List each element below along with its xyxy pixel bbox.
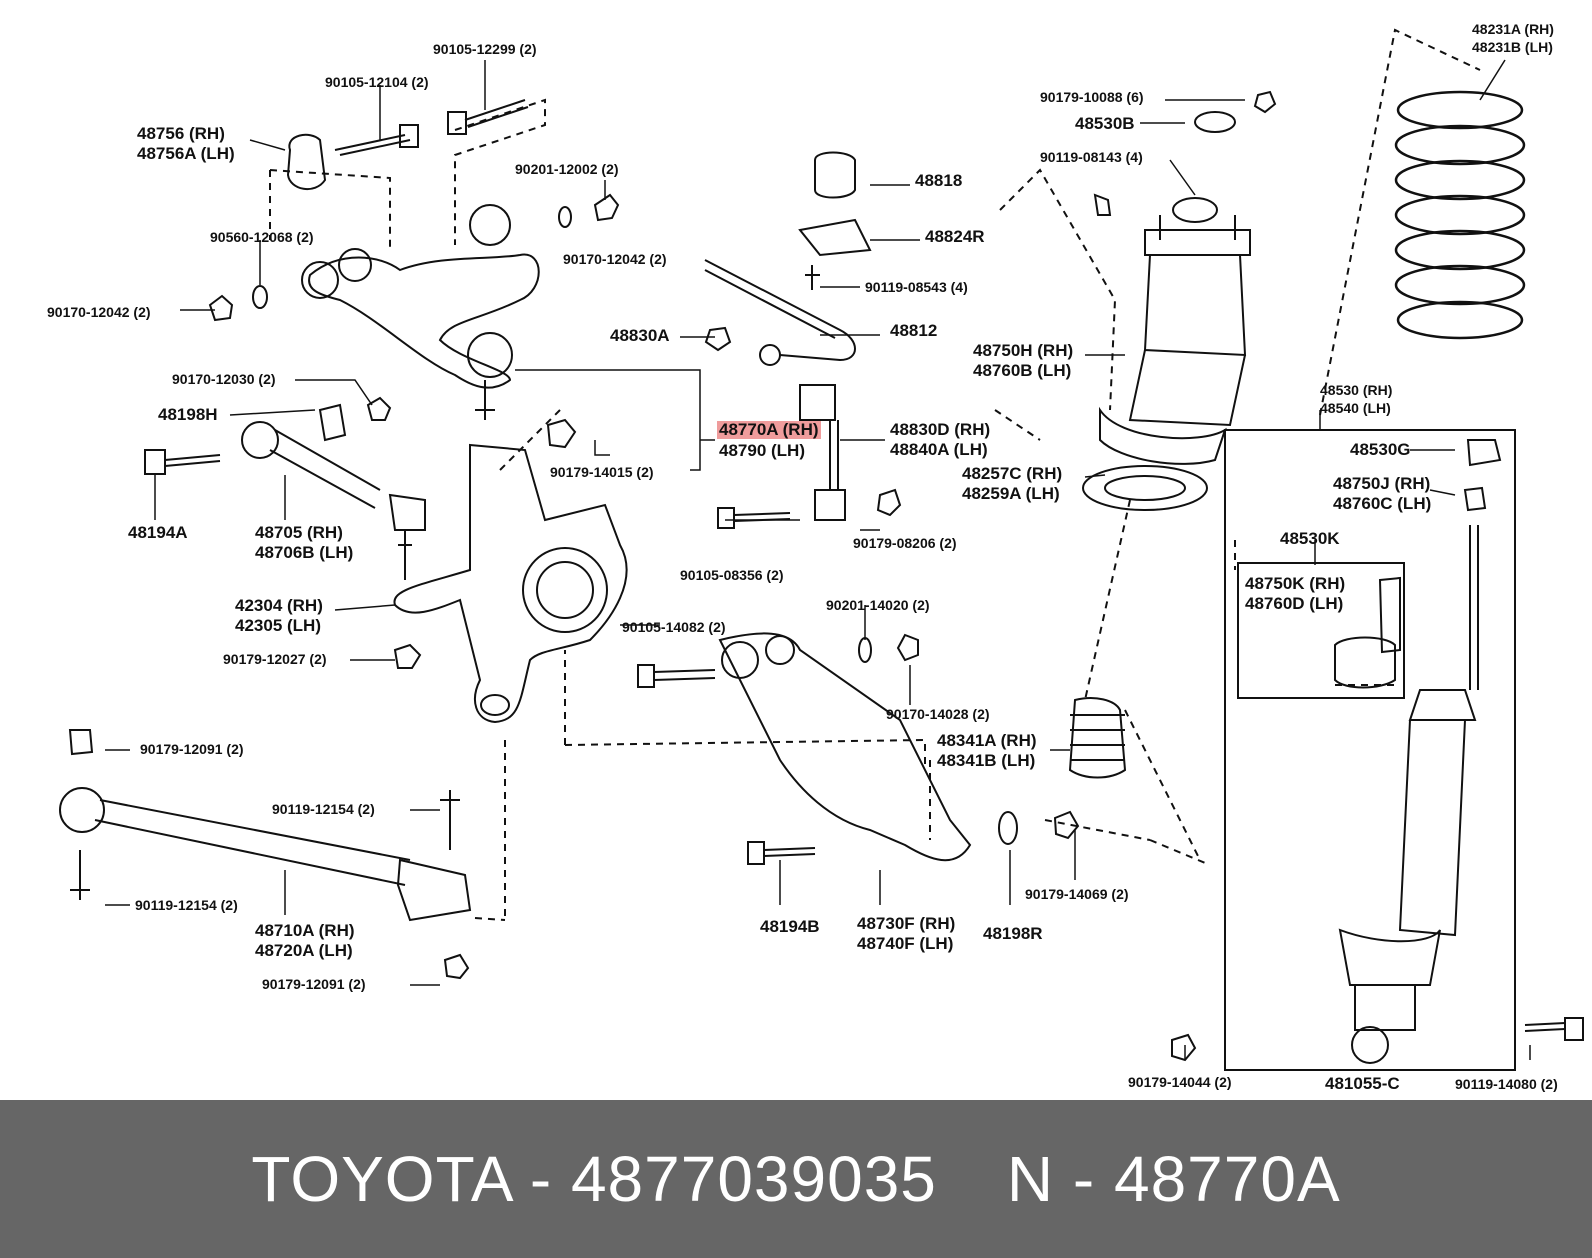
label-42304[interactable]: 42304 (RH) (235, 596, 323, 615)
label-48530[interactable]: 48530 (RH) (1320, 382, 1393, 398)
label-48231b[interactable]: 48231B (LH) (1472, 39, 1553, 55)
label-48812[interactable]: 48812 (890, 321, 938, 340)
label-48341b[interactable]: 48341B (LH) (937, 751, 1036, 770)
label-48740f[interactable]: 48740F (LH) (857, 934, 954, 953)
parts-diagram: 90105-12299 (2) 90105-12104 (2) 48756 (R… (47, 21, 1584, 1093)
label-90119-08143[interactable]: 90119-08143 (4) (1040, 149, 1143, 165)
label-48750h[interactable]: 48750H (RH) (973, 341, 1074, 360)
diagram-drawing (59, 28, 1584, 1071)
footer-bar: TOYOTA - 4877039035 N - 48770A (0, 1100, 1592, 1258)
label-48231a[interactable]: 48231A (RH) (1472, 21, 1554, 37)
label-90201-14020[interactable]: 90201-14020 (2) (826, 597, 930, 613)
footer-caption: TOYOTA - 4877039035 N - 48770A (0, 1100, 1592, 1258)
label-90170-14028[interactable]: 90170-14028 (2) (886, 706, 990, 722)
label-90179-10088[interactable]: 90179-10088 (6) (1040, 89, 1144, 105)
label-48760d[interactable]: 48760D (LH) (1245, 594, 1344, 613)
label-90105-12104[interactable]: 90105-12104 (2) (325, 74, 429, 90)
label-48750j[interactable]: 48750J (RH) (1333, 474, 1431, 493)
label-48818[interactable]: 48818 (915, 171, 963, 190)
label-90105-14082[interactable]: 90105-14082 (2) (622, 619, 726, 635)
footer-reference: N - 48770A (1006, 1143, 1341, 1215)
label-48194b[interactable]: 48194B (760, 917, 820, 936)
label-48530g[interactable]: 48530G (1350, 440, 1411, 459)
label-48750k[interactable]: 48750K (RH) (1245, 574, 1346, 593)
label-90119-14080[interactable]: 90119-14080 (2) (1455, 1076, 1558, 1092)
label-48530b[interactable]: 48530B (1075, 114, 1135, 133)
label-48540[interactable]: 48540 (LH) (1320, 400, 1391, 416)
label-90119-08543[interactable]: 90119-08543 (4) (865, 279, 968, 295)
label-48259a[interactable]: 48259A (LH) (962, 484, 1060, 503)
label-90179-12091-top[interactable]: 90179-12091 (2) (140, 741, 244, 757)
label-90119-12154-right[interactable]: 90119-12154 (2) (272, 801, 375, 817)
label-48720a[interactable]: 48720A (LH) (255, 941, 353, 960)
label-48756a[interactable]: 48756A (LH) (137, 144, 235, 163)
label-48198h[interactable]: 48198H (158, 405, 218, 424)
label-48760b[interactable]: 48760B (LH) (973, 361, 1072, 380)
label-90170-12030[interactable]: 90170-12030 (2) (172, 371, 276, 387)
label-48198r[interactable]: 48198R (983, 924, 1043, 943)
label-90179-08206[interactable]: 90179-08206 (2) (853, 535, 957, 551)
label-48710a[interactable]: 48710A (RH) (255, 921, 355, 940)
label-90179-14044[interactable]: 90179-14044 (2) (1128, 1074, 1232, 1090)
label-48790[interactable]: 48790 (LH) (719, 441, 805, 460)
label-481055-c[interactable]: 481055-C (1325, 1074, 1400, 1093)
label-48706b[interactable]: 48706B (LH) (255, 543, 354, 562)
label-48830a[interactable]: 48830A (610, 326, 670, 345)
label-90201-12002[interactable]: 90201-12002 (2) (515, 161, 619, 177)
label-42305[interactable]: 42305 (LH) (235, 616, 321, 635)
label-48824r[interactable]: 48824R (925, 227, 985, 246)
label-90179-12091-bottom[interactable]: 90179-12091 (2) (262, 976, 366, 992)
label-48760c[interactable]: 48760C (LH) (1333, 494, 1432, 513)
label-48770a-highlighted[interactable]: 48770A (RH) (717, 420, 821, 439)
label-48705[interactable]: 48705 (RH) (255, 523, 343, 542)
label-90179-14069[interactable]: 90179-14069 (2) (1025, 886, 1129, 902)
label-48257c[interactable]: 48257C (RH) (962, 464, 1063, 483)
label-90105-12299[interactable]: 90105-12299 (2) (433, 41, 537, 57)
label-90560-12068[interactable]: 90560-12068 (2) (210, 229, 314, 245)
label-48341a[interactable]: 48341A (RH) (937, 731, 1037, 750)
label-90170-12042-right[interactable]: 90170-12042 (2) (563, 251, 667, 267)
label-90119-12154-left[interactable]: 90119-12154 (2) (135, 897, 238, 913)
label-48756[interactable]: 48756 (RH) (137, 124, 225, 143)
footer-brand-part-number: TOYOTA - 4877039035 (251, 1143, 937, 1215)
label-90179-14015[interactable]: 90179-14015 (2) (550, 464, 654, 480)
label-48530k[interactable]: 48530K (1280, 529, 1340, 548)
label-90105-08356[interactable]: 90105-08356 (2) (680, 567, 784, 583)
label-48830d[interactable]: 48830D (RH) (890, 420, 991, 439)
label-48840a[interactable]: 48840A (LH) (890, 440, 988, 459)
label-48194a[interactable]: 48194A (128, 523, 188, 542)
label-90170-12042-left[interactable]: 90170-12042 (2) (47, 304, 151, 320)
label-48730f[interactable]: 48730F (RH) (857, 914, 956, 933)
label-90179-12027[interactable]: 90179-12027 (2) (223, 651, 327, 667)
